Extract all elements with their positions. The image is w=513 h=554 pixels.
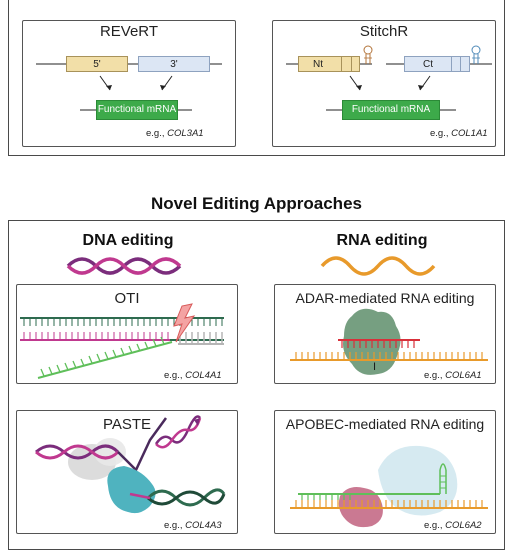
- paste-title: PASTE: [102, 416, 152, 433]
- adar-inosine-label: I: [373, 361, 377, 373]
- stitchr-nt-divider-2: [351, 56, 352, 72]
- stitchr-example-gene: e.g., COL1A1: [430, 128, 488, 139]
- apobec-example-gene: e.g., COL6A2: [424, 520, 482, 531]
- revert-example-gene: e.g., COL3A1: [146, 128, 204, 139]
- oti-example-gene: e.g., COL4A1: [164, 370, 222, 381]
- stitchr-ct-divider: [451, 56, 452, 72]
- revert-exon-5prime: 5': [66, 56, 128, 72]
- stitchr-ct-divider-2: [460, 56, 461, 72]
- stitchr-nt-divider: [341, 56, 342, 72]
- revert-title: REVeRT: [99, 23, 159, 40]
- oti-panel: [16, 284, 238, 384]
- revert-exon-3prime: 3': [138, 56, 210, 72]
- novel-heading: Novel Editing Approaches: [151, 194, 362, 213]
- revert-functional-mrna: Functional mRNA: [96, 100, 178, 120]
- apobec-title: APOBEC-mediated RNA editing: [285, 416, 485, 432]
- paste-example-gene: e.g., COL4A3: [164, 520, 222, 531]
- stitchr-nt-exon: Nt: [298, 56, 360, 72]
- revert-panel: [22, 20, 236, 147]
- oti-title: OTI: [114, 290, 140, 307]
- adar-title: ADAR-mediated RNA editing: [295, 290, 475, 306]
- stitchr-ct-exon: Ct: [404, 56, 470, 72]
- stitchr-functional-mrna: Functional mRNA: [342, 100, 440, 120]
- stitchr-panel: [272, 20, 496, 147]
- rna-editing-heading: RNA editing: [336, 232, 428, 249]
- dna-editing-heading: DNA editing: [82, 232, 174, 249]
- stitchr-title: StitchR: [359, 23, 409, 40]
- adar-example-gene: e.g., COL6A1: [424, 370, 482, 381]
